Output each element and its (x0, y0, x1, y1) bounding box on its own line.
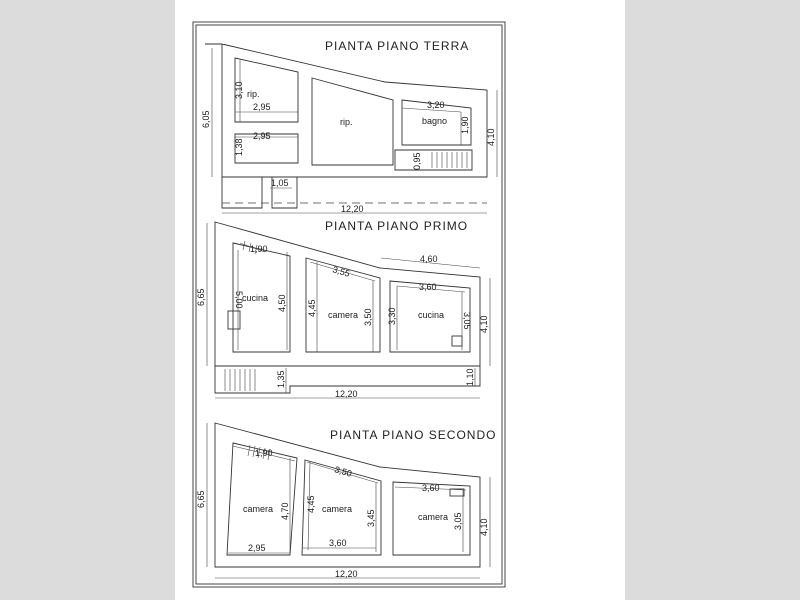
dim-label: 4,45 (306, 495, 316, 513)
dim-label: 3,20 (427, 100, 445, 110)
dim-label: 6,05 (201, 110, 211, 128)
sheet-border-outer (192, 21, 506, 588)
dim-label: 0,95 (412, 152, 422, 170)
dim-label: 12,20 (335, 569, 358, 579)
room-camera (305, 257, 381, 353)
plan-title: PIANTA PIANO TERRA (325, 39, 469, 53)
room-bagno (401, 99, 472, 146)
dim-label: 6,65 (196, 490, 206, 508)
room-label: cucina (242, 293, 268, 303)
dim-label: 4,70 (280, 502, 290, 520)
room-camera-3 (392, 481, 471, 556)
room-cucina-1 (232, 242, 291, 353)
dim-label: 3,55 (331, 264, 351, 278)
room-label: camera (243, 504, 273, 514)
dim-label: 2,95 (253, 131, 271, 141)
dim-label: 3,60 (422, 483, 440, 493)
plan-piano-secondo: PIANTA PIANO SECONDO camera camera camer… (196, 422, 496, 579)
room-label: cucina (418, 310, 444, 320)
dim-label: 2,95 (248, 543, 266, 553)
sheet-border-inner (195, 24, 503, 585)
dim-label: 1,90 (460, 116, 470, 134)
dim-label: 4,50 (277, 294, 287, 312)
dim-label: 4,10 (479, 518, 489, 536)
dim-label: 4,45 (307, 299, 317, 317)
dim-label: 1,90 (250, 244, 268, 254)
room-label: camera (418, 512, 448, 522)
counter (227, 310, 241, 330)
dim-label: 3,60 (419, 282, 437, 292)
room-camera-2 (301, 459, 382, 556)
room-rip-1 (234, 57, 299, 123)
dim-label: 3,50 (363, 308, 373, 326)
stair-steps (224, 240, 266, 391)
room-camera-1 (226, 442, 298, 556)
stair-block (394, 149, 473, 171)
dim-label: 3,30 (387, 307, 397, 325)
dim-label: 1,35 (276, 370, 286, 388)
dim-label: 3,05 (453, 512, 463, 530)
exterior-wall (205, 43, 488, 209)
stove-icon (451, 335, 463, 347)
dimension-lines (206, 423, 491, 579)
dim-label: 2,95 (253, 102, 271, 112)
dim-label: 4,10 (479, 315, 489, 333)
dim-label: 4,10 (486, 128, 496, 146)
room-label: rip. (340, 117, 353, 127)
dim-label: 4,60 (420, 254, 438, 264)
dim-label: 3,10 (234, 81, 244, 99)
dim-label: 3,60 (329, 538, 347, 548)
exterior-wall (214, 221, 481, 394)
room-rip-2 (234, 133, 299, 164)
dim-label: 5,00 (234, 291, 244, 309)
dim-label: 3,45 (366, 509, 376, 527)
plan-title: PIANTA PIANO SECONDO (330, 428, 496, 442)
dim-label: 3,50 (333, 464, 353, 478)
room-label: bagno (422, 116, 447, 126)
dimension-lines (206, 223, 491, 399)
dim-label: 1,10 (465, 368, 475, 386)
dim-label: 1,90 (255, 448, 273, 458)
room-label: rip. (247, 89, 260, 99)
drawing-sheet (175, 0, 625, 600)
room-label: camera (322, 504, 352, 514)
dim-label: 12,20 (341, 204, 364, 214)
plan-title: PIANTA PIANO PRIMO (325, 219, 468, 233)
dimension-lines (211, 48, 498, 214)
dim-label: 1,05 (271, 178, 289, 188)
exterior-wall (214, 422, 481, 568)
room-label: camera (328, 310, 358, 320)
plan-piano-primo: PIANTA PIANO PRIMO cucina camera cucina … (196, 219, 491, 399)
stair-steps (431, 152, 468, 168)
dim-label: 6,65 (196, 288, 206, 306)
room-cucina-2 (389, 280, 471, 353)
room-rip-3 (311, 77, 394, 166)
dim-label: 1,38 (234, 138, 244, 156)
dim-label: 3,05 (462, 312, 472, 330)
dim-label: 12,20 (335, 389, 358, 399)
wardrobe (449, 488, 465, 497)
plan-piano-terra: PIANTA PIANO TERRA rip. rip. bagno 2,95 … (201, 39, 498, 214)
